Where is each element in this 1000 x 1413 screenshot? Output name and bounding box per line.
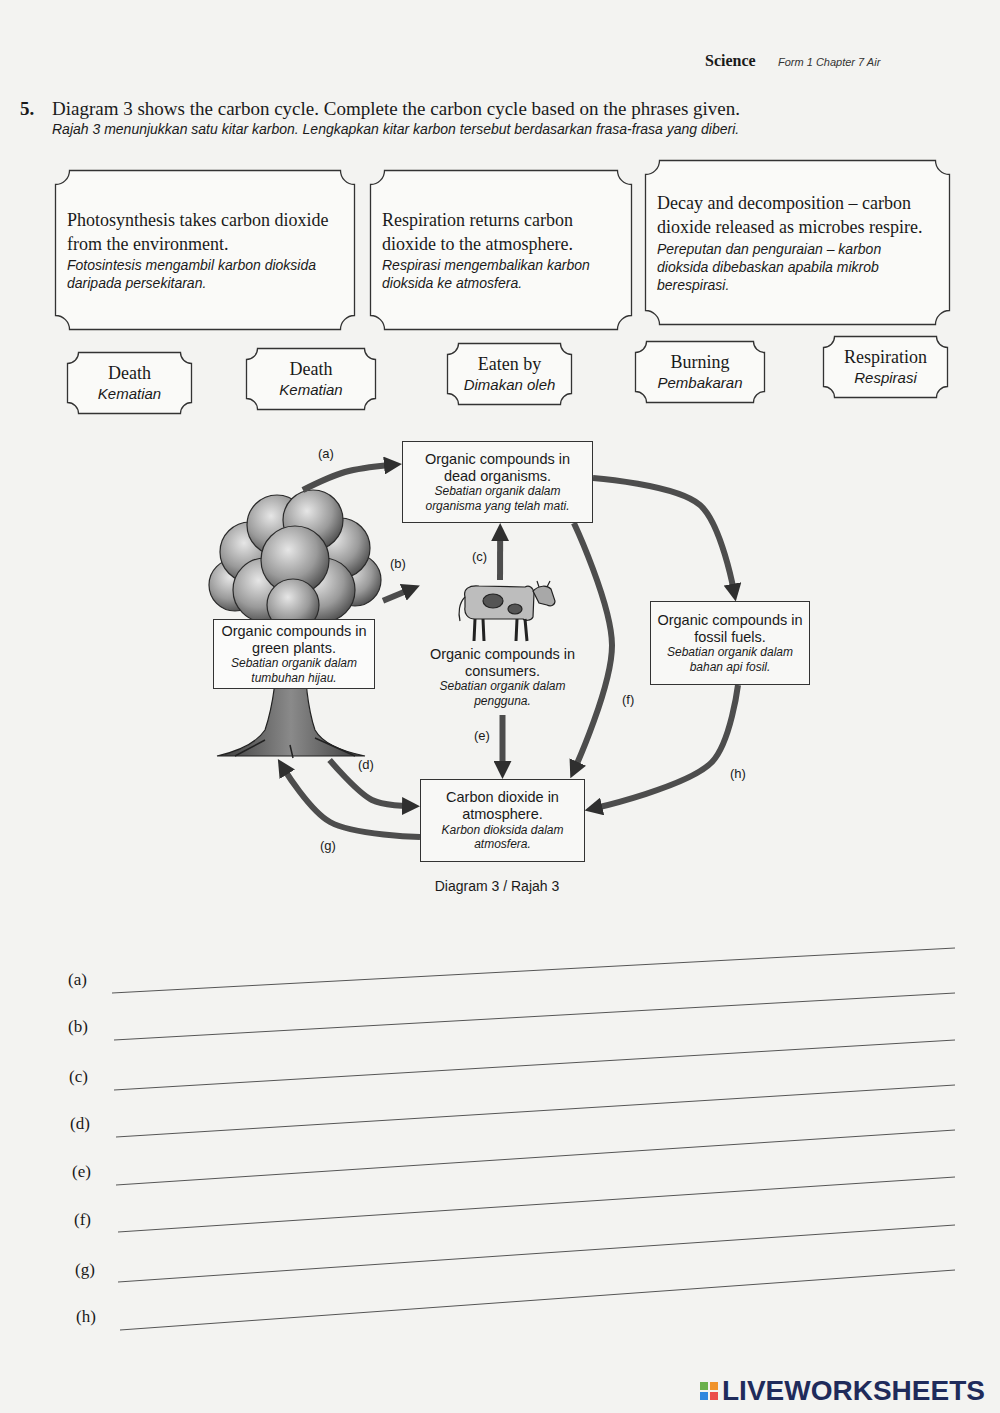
cow-horns — [537, 581, 550, 587]
question-text: Diagram 3 shows the carbon cycle. Comple… — [52, 98, 952, 120]
node-translation: Respirasi — [833, 369, 938, 388]
tree-illustration — [209, 490, 381, 758]
node-text: Respiration returns carbon dioxide to th… — [382, 208, 618, 257]
cow-body — [465, 586, 534, 620]
watermark: LIVEWORKSHEETS — [722, 1375, 985, 1407]
cow-tail — [459, 597, 465, 621]
cycle-arrow — [593, 478, 734, 590]
node-text: Burning — [645, 351, 755, 374]
carbon-store-box: Carbon dioxide in atmosphere.Karbon diok… — [420, 779, 585, 862]
carbon-store-box: Organic compounds in dead organisms.Seba… — [402, 441, 593, 523]
header-subject: Science — [705, 52, 756, 70]
answer-letter: (c) — [69, 1067, 88, 1087]
phrase-box: Photosynthesis takes carbon dioxide from… — [55, 170, 355, 330]
carbon-store-box: Organic compounds in fossil fuels.Sebati… — [650, 601, 810, 685]
node-translation: Kematian — [77, 385, 182, 404]
arrow-letter: (f) — [620, 692, 636, 708]
arrow-letter: (h) — [728, 766, 748, 782]
node-text: Photosynthesis takes carbon dioxide from… — [67, 208, 341, 257]
cycle-arrow — [383, 590, 409, 601]
carbon-store-box: Organic compounds in consumers.Sebatian … — [420, 580, 585, 715]
cow-patch — [483, 594, 503, 608]
answer-letter: (b) — [68, 1017, 88, 1037]
question-text-malay: Rajah 3 menunjukkan satu kitar karbon. L… — [52, 121, 962, 137]
cow-patch — [508, 604, 522, 614]
answer-letter: (g) — [75, 1260, 95, 1280]
carbon-store-box: Organic compounds in green plants.Sebati… — [205, 490, 383, 760]
arrow-letter: (d) — [356, 757, 376, 773]
node-translation: Sebatian organik dalam tumbuhan hijau. — [218, 656, 370, 685]
answer-lines — [112, 948, 955, 1330]
node-text: Eaten by — [457, 353, 562, 376]
header-chapter: Form 1 Chapter 7 Air — [778, 56, 880, 68]
node-translation: Sebatian organik dalam bahan api fosil. — [657, 645, 803, 674]
node-text: Organic compounds in green plants. — [218, 623, 370, 656]
node-text: Organic compounds in consumers. — [424, 646, 581, 679]
arrow-letter: (b) — [388, 556, 408, 572]
arrow-letter: (c) — [470, 549, 489, 565]
phrase-tag: Eaten byDimakan oleh — [447, 343, 572, 405]
answer-letter: (d) — [70, 1114, 90, 1134]
diagram-caption: Diagram 3 / Rajah 3 — [0, 878, 994, 894]
node-translation: Sebatian organik dalam pengguna. — [424, 679, 581, 708]
cycle-arrow — [500, 715, 506, 767]
node-translation: Fotosintesis mengambil karbon dioksida d… — [67, 256, 341, 292]
node-translation: Dimakan oleh — [457, 376, 562, 395]
cycle-arrow — [574, 523, 612, 768]
tree-roots — [235, 738, 355, 758]
phrase-box: Respiration returns carbon dioxide to th… — [370, 170, 632, 330]
cow-legs — [474, 619, 527, 641]
node-translation: Kematian — [256, 381, 366, 400]
phrase-box: Decay and decomposition – carbon dioxide… — [645, 160, 950, 325]
answer-letter: (h) — [76, 1307, 96, 1327]
cycle-arrow — [284, 769, 420, 837]
cycle-arrow — [596, 685, 738, 808]
node-text: Organic compounds in fossil fuels. — [657, 612, 803, 645]
phrase-tag: DeathKematian — [246, 348, 376, 410]
node-translation: Respirasi mengembalikan karbon dioksida … — [382, 256, 618, 292]
store-label-panel: Organic compounds in green plants.Sebati… — [213, 619, 375, 689]
node-text: Carbon dioxide in atmosphere. — [427, 789, 578, 822]
phrase-tag: DeathKematian — [67, 352, 192, 414]
node-translation: Pereputan dan penguraian – karbon dioksi… — [657, 240, 936, 295]
phrase-tag: RespirationRespirasi — [823, 336, 948, 398]
arrow-letter: (e) — [472, 728, 492, 744]
cow-head — [533, 586, 555, 606]
arrow-letter: (a) — [316, 446, 336, 462]
phrase-tag: BurningPembakaran — [635, 341, 765, 403]
answer-letter: (f) — [74, 1210, 91, 1230]
question-number: 5. — [20, 98, 34, 120]
node-text: Organic compounds in dead organisms. — [409, 451, 586, 484]
arrow-letter: (g) — [318, 838, 338, 854]
answer-letter: (a) — [68, 970, 87, 990]
node-translation: Pembakaran — [645, 374, 755, 393]
node-translation: Sebatian organik dalam organisma yang te… — [409, 484, 586, 513]
store-label-panel: Organic compounds in consumers.Sebatian … — [420, 643, 585, 711]
cycle-arrow — [303, 465, 390, 490]
node-text: Death — [77, 362, 182, 385]
answer-letter: (e) — [72, 1162, 91, 1182]
cycle-arrow — [497, 535, 503, 580]
node-translation: Karbon dioksida dalam atmosfera. — [427, 823, 578, 852]
logo-icon — [700, 1382, 718, 1400]
cow-illustration — [459, 581, 555, 641]
node-text: Respiration — [833, 346, 938, 369]
node-text: Death — [256, 358, 366, 381]
node-text: Decay and decomposition – carbon dioxide… — [657, 191, 936, 240]
tree-canopy — [209, 490, 381, 631]
